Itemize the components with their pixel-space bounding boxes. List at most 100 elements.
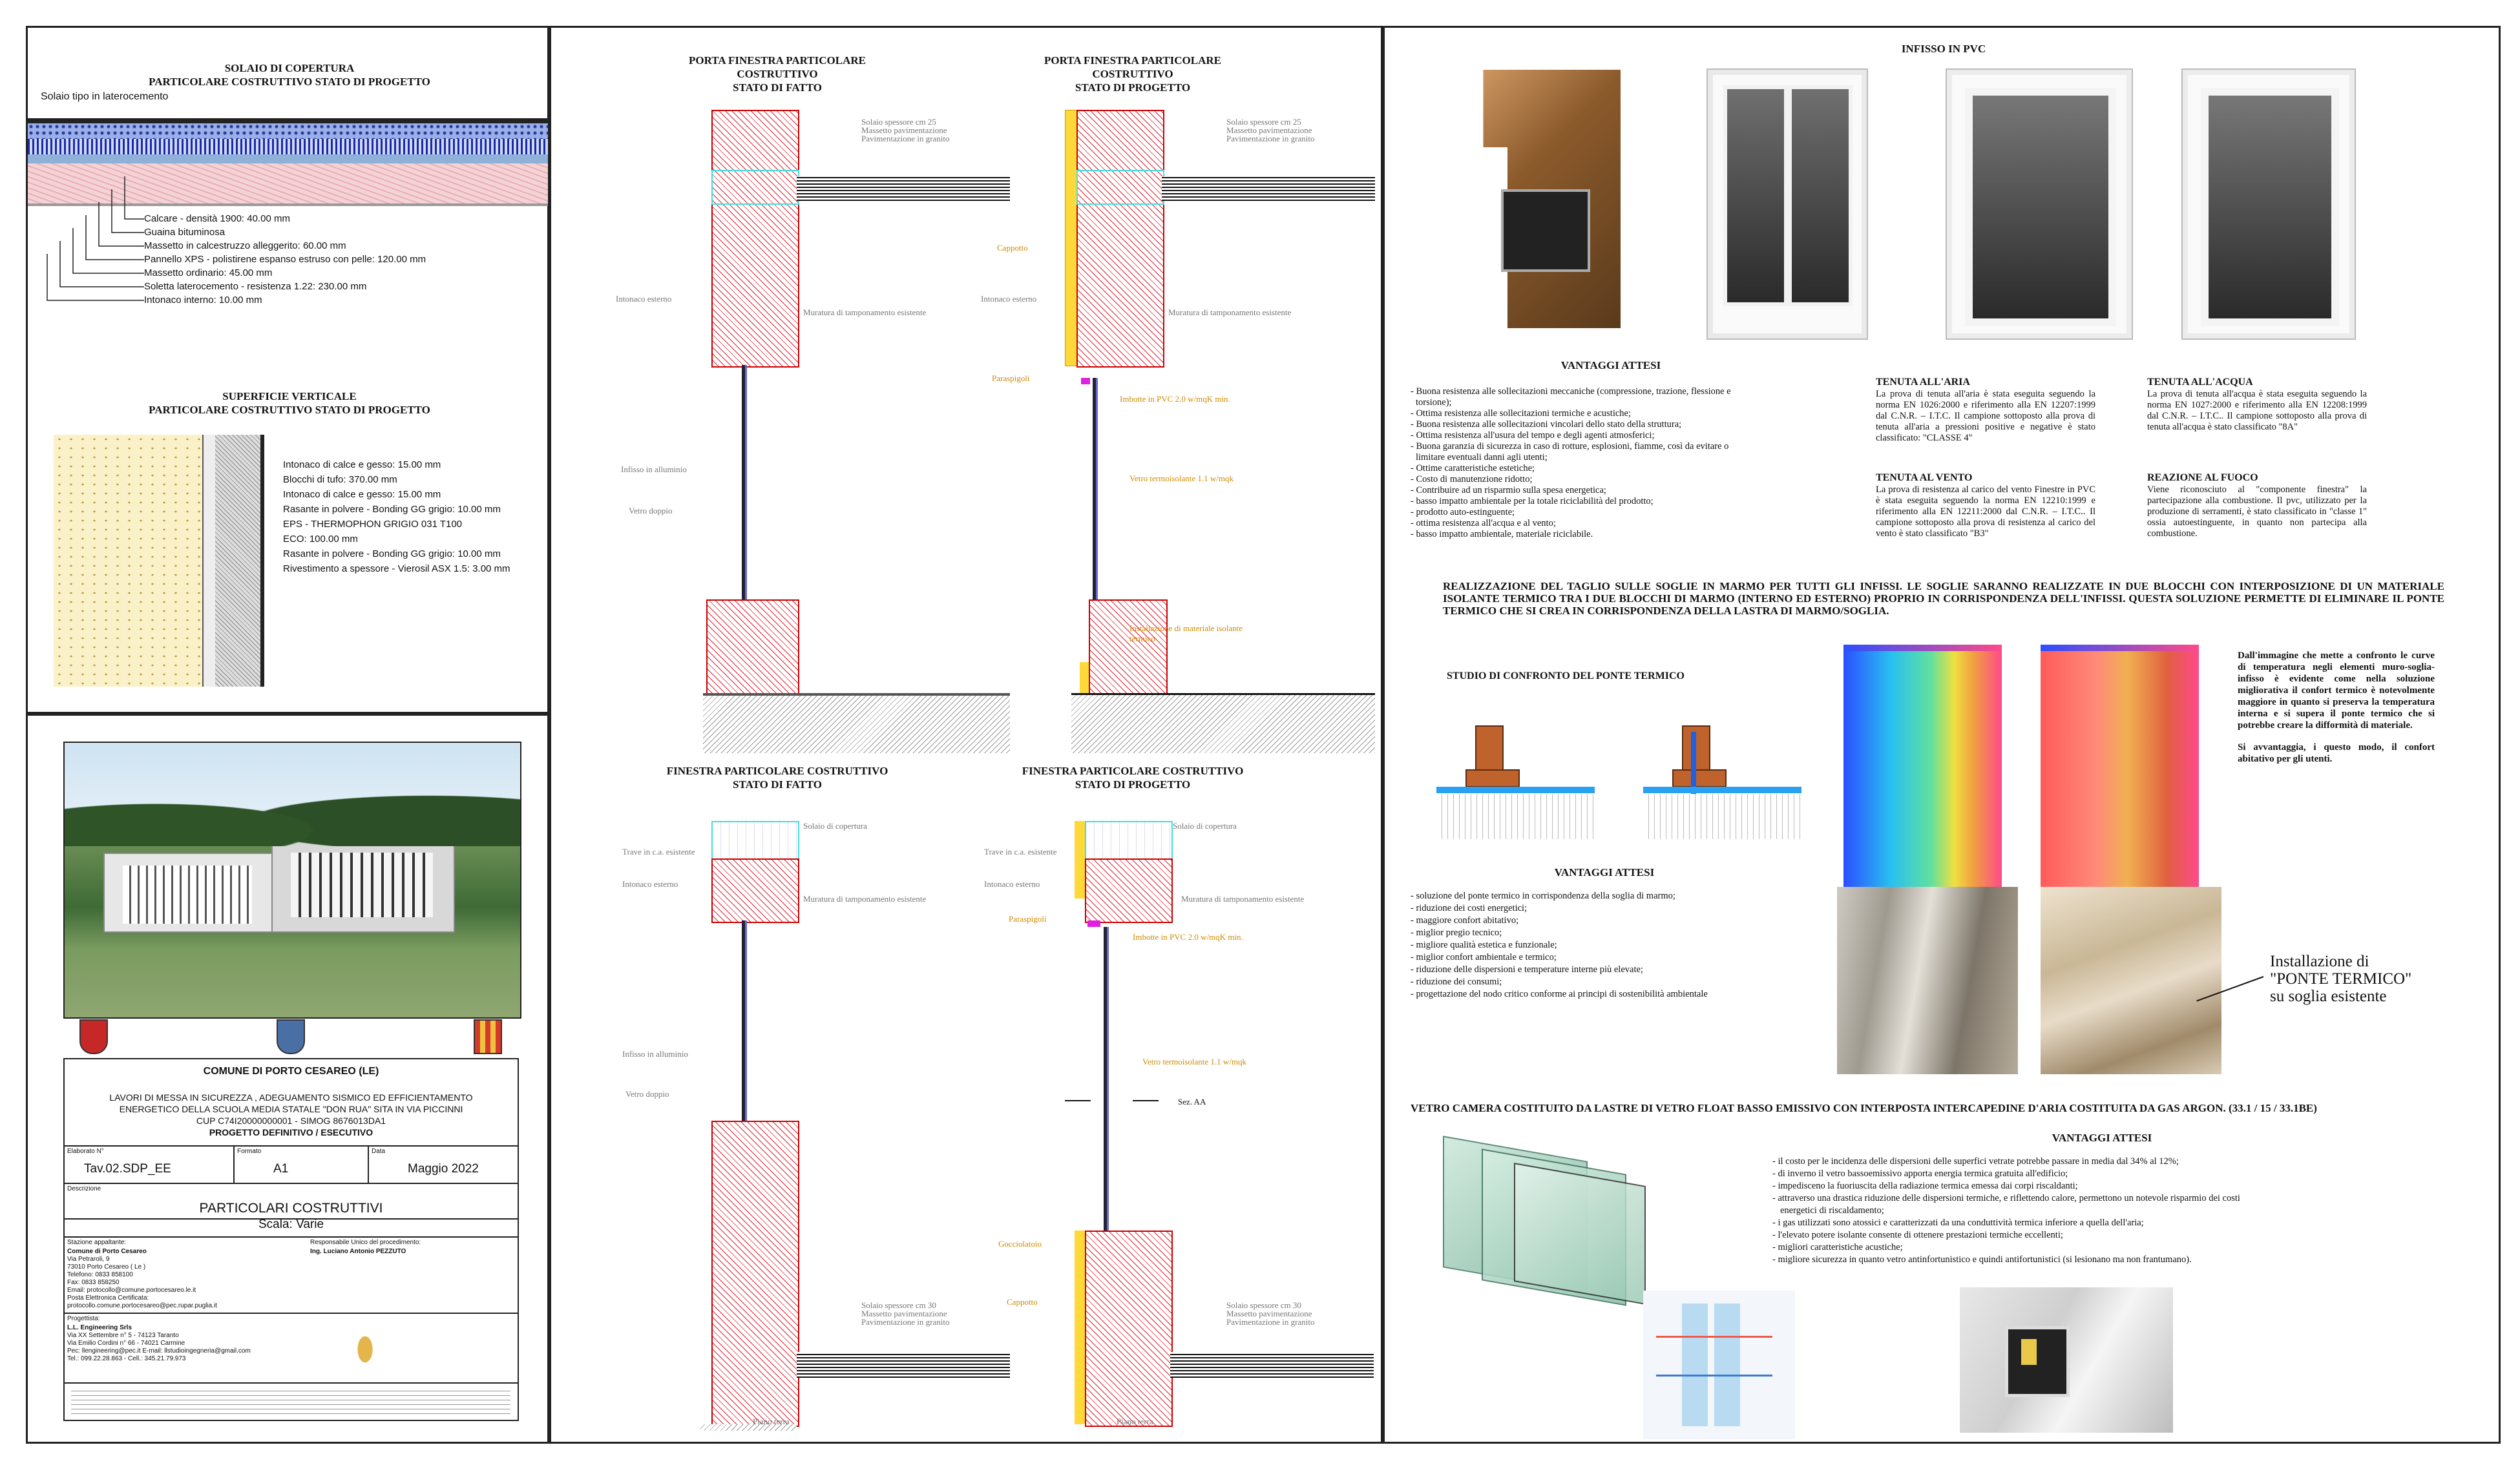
tb-sa-lines: Comune di Porto Cesareo Via Petraroli, 9… xyxy=(67,1248,217,1310)
vantaggi2-item: - riduzione dei costi energetici; xyxy=(1411,903,1528,913)
solaio-layer: Guaina bituminosa xyxy=(144,227,226,238)
d4-title-1: FINESTRA PARTICOLARE COSTRUTTIVO xyxy=(1022,765,1244,777)
d4-solaio-cop: Solaio di copertura xyxy=(1173,821,1237,831)
tb-form-label: Formato xyxy=(237,1148,262,1155)
solaio-layer: Pannello XPS - polistirene espanso estru… xyxy=(144,254,426,265)
d1-title-2: STATO DI FATTO xyxy=(733,81,822,94)
studio-text-2: Si avvantaggia, i questo modo, il confor… xyxy=(2238,742,2435,764)
vantaggi-item: - Contribuire ad un risparmio sulla spes… xyxy=(1411,485,1606,495)
install-caption-3: su soglia esistente xyxy=(2270,988,2387,1005)
d2-install-2: termico xyxy=(1129,634,1155,643)
tb-sa-line: 73010 Porto Cesareo ( Le ) xyxy=(67,1263,146,1271)
acqua-block: TENUTA ALL'ACQUA La prova di tenuta all'… xyxy=(2147,377,2367,433)
d3-title-1: FINESTRA PARTICOLARE COSTRUTTIVO xyxy=(666,765,888,777)
vento-text: La prova di resistenza al carico del ven… xyxy=(1876,484,2095,539)
d4-pav: Pavimentazione in granito xyxy=(1226,1317,1315,1327)
glass-diagram-image xyxy=(1643,1291,1795,1439)
acqua-title: TENUTA ALL'ACQUA xyxy=(2147,377,2253,388)
sup-layer-list: Intonaco di calce e gesso: 15.00 mm Bloc… xyxy=(283,457,510,576)
coat-of-arms-3-icon xyxy=(474,1019,502,1054)
aria-text: La prova di tenuta all'aria è stata eseg… xyxy=(1876,389,2095,443)
solaio-layer-list: Calcare - densità 1900: 40.00 mm Guaina … xyxy=(144,212,426,307)
d2-imbotte: Imbotte in PVC 2.0 w/mqK min. xyxy=(1120,394,1230,404)
tb-elab-label: Elaborato N° xyxy=(67,1148,104,1155)
tb-sa-line: Via Petraroli, 9 xyxy=(67,1256,110,1263)
vantaggi2-item: - miglior confort ambientale e termico; xyxy=(1411,952,1557,962)
d3-solaio-cop: Solaio di copertura xyxy=(803,821,867,831)
d3-piano: Piano terra xyxy=(753,1417,790,1426)
d2-pav: Pavimentazione in granito xyxy=(1226,134,1315,143)
pvc-section-icon xyxy=(1501,189,1590,272)
taglio-text: REALIZZAZIONE DEL TAGLIO SULLE SOGLIE IN… xyxy=(1443,580,2444,617)
tb-descr-cell: Descrizione PARTICOLARI COSTRUTTIVI Scal… xyxy=(63,1183,519,1238)
soglia-photo-2 xyxy=(2041,887,2221,1074)
d3-title: FINESTRA PARTICOLARE COSTRUTTIVO STATO D… xyxy=(648,764,907,791)
d2-vetro-term: Vetro termoisolante 1.1 w/mqk xyxy=(1129,473,1234,483)
render-image xyxy=(63,742,521,1019)
tb-form-cell: Formato A1 xyxy=(233,1145,369,1184)
vantaggi2-item: - soluzione del ponte termico in corrisp… xyxy=(1411,891,1675,901)
vantaggi-item: - basso impatto ambientale, materiale ri… xyxy=(1411,529,1593,539)
thermal-map-1 xyxy=(1843,645,2002,897)
vantaggi-item: - Ottima resistenza all'usura del tempo … xyxy=(1411,430,1655,441)
window-photo-2 xyxy=(1947,70,2132,338)
tb-elab-value: Tav.02.SDP_EE xyxy=(84,1162,171,1176)
d4-gocciolatoio: Gocciolatoio xyxy=(998,1239,1042,1249)
vantaggi3-item: energetici di riscaldamento; xyxy=(1780,1205,1884,1216)
vantaggi-item: - Ottima resistenza alle sollecitazioni … xyxy=(1411,408,1632,419)
tb-descr-2: Scala: Varie xyxy=(258,1218,324,1231)
firm-logo-icon xyxy=(352,1327,378,1372)
tb-sa-line: Telefono: 0833 858100 xyxy=(67,1271,133,1278)
tb-rup-title: Responsabile Unico del procedimento: xyxy=(310,1239,421,1246)
d2-title-1: PORTA FINESTRA PARTICOLARE COSTRUTTIVO xyxy=(1044,54,1221,80)
solaio-layer: Massetto in calcestruzzo alleggerito: 60… xyxy=(144,240,346,251)
tb-data-cell: Data Maggio 2022 xyxy=(368,1145,519,1184)
studio-title: STUDIO DI CONFRONTO DEL PONTE TERMICO xyxy=(1447,670,1685,681)
soglia-photo-1 xyxy=(1837,887,2018,1074)
d3-title-2: STATO DI FATTO xyxy=(733,778,822,791)
vantaggi3-item: - l'elevato potere isolante consente di … xyxy=(1772,1230,2063,1240)
soglia-diagram-2 xyxy=(1643,725,1801,855)
vantaggi2-list: - soluzione del ponte termico in corrisp… xyxy=(1411,890,1811,1001)
vantaggi-item: - Ottime caratteristiche estetiche; xyxy=(1411,463,1535,473)
sup-layer: Intonaco di calce e gesso: 15.00 mm xyxy=(283,489,441,500)
tb-descr-1: PARTICOLARI COSTRUTTIVI xyxy=(199,1201,383,1216)
tb-desc-3: CUP C74I20000000001 - SIMOG 8676013DA1 xyxy=(196,1116,386,1126)
d4-vetro-term: Vetro termoisolante 1.1 w/mqk xyxy=(1142,1057,1247,1066)
tb-prog-title: Progettista: xyxy=(67,1315,100,1322)
tb-sa-line: protocollo.comune.portocesareo@pec.rupar… xyxy=(67,1302,217,1309)
vantaggi3-item: - attraverso una drastica riduzione dell… xyxy=(1772,1193,2240,1203)
tb-sa-line: Posta Elettronica Certificata: xyxy=(67,1294,149,1302)
d1-intonaco: Intonaco esterno xyxy=(616,294,672,304)
acqua-text: La prova di tenuta all'acqua è stata ese… xyxy=(2147,389,2367,432)
vantaggi-item: torsione); xyxy=(1416,397,1452,408)
install-caption-2: "PONTE TERMICO" xyxy=(2270,970,2412,988)
vantaggi-item: - prodotto auto-estinguente; xyxy=(1411,507,1515,517)
tb-elab-cell: Elaborato N° Tav.02.SDP_EE xyxy=(63,1145,235,1184)
tb-prog-lines: L.L. Engineering Srls Via XX Settembre n… xyxy=(67,1324,251,1363)
vantaggi2-item: - riduzione delle dispersioni e temperat… xyxy=(1411,964,1643,975)
vento-block: TENUTA AL VENTO La prova di resistenza a… xyxy=(1876,472,2095,539)
vantaggi2-item: - maggiore confort abitativo; xyxy=(1411,915,1519,926)
sup-layer: ECO: 100.00 mm xyxy=(283,534,358,545)
d4-title-2: STATO DI PROGETTO xyxy=(1075,778,1191,791)
d2-install-1: Installazione di materiale isolante xyxy=(1129,623,1243,633)
vantaggi-title: VANTAGGI ATTESI xyxy=(1560,359,1661,371)
d2-muratura: Muratura di tamponamento esistente xyxy=(1168,307,1292,317)
studio-text: Dall'immagine che mette a confronto le c… xyxy=(2238,650,2435,765)
d1-pav-30: Pavimentazione in granito xyxy=(861,1317,950,1327)
d1-muratura: Muratura di tamponamento esistente xyxy=(803,307,927,317)
solaio-layer: Massetto ordinario: 45.00 mm xyxy=(144,267,273,278)
window-photo-1 xyxy=(1708,70,1867,338)
tb-prog-cell: Progettista: L.L. Engineering Srls Via X… xyxy=(63,1313,519,1384)
vantaggi3-list: - il costo per le incidenza delle disper… xyxy=(1772,1156,2483,1266)
d1-massetto-30: Massetto pavimentazione xyxy=(861,1309,947,1318)
solaio-leader-lines xyxy=(47,176,144,301)
d3-floor xyxy=(700,1424,797,1431)
solaio-layer: Calcare - densità 1900: 40.00 mm xyxy=(144,213,290,224)
vantaggi-list: - Buona resistenza alle sollecitazioni m… xyxy=(1411,386,1889,540)
d3-muratura: Muratura di tamponamento esistente xyxy=(803,894,927,904)
d3-vetro: Vetro doppio xyxy=(625,1089,669,1099)
d2-intonaco: Intonaco esterno xyxy=(981,294,1037,304)
d4-intonaco: Intonaco esterno xyxy=(984,879,1040,889)
